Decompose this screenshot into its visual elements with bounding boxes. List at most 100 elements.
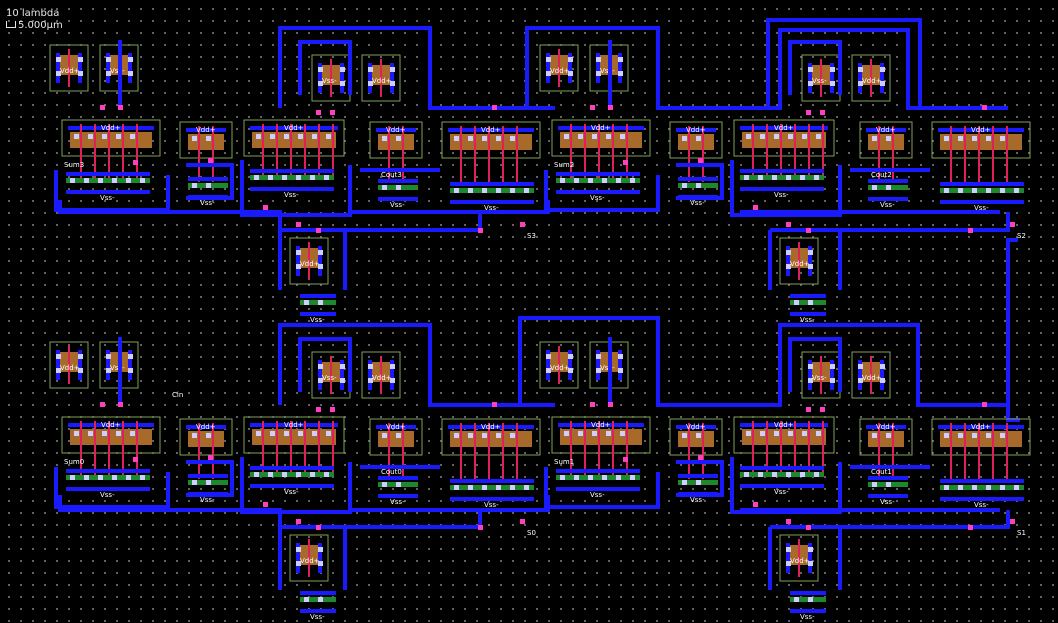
contact [192, 183, 197, 188]
wire [770, 212, 1010, 232]
p-diffusion [252, 132, 336, 148]
contact [880, 81, 885, 86]
vss-label: Vss- [590, 194, 605, 202]
via [520, 222, 525, 227]
via [590, 402, 595, 407]
vdd-label: Vdd+ [60, 67, 80, 75]
vss-label: Vss- [100, 491, 115, 499]
contact [270, 431, 275, 436]
nwell-outline [669, 121, 723, 159]
vdd-label: Vss- [812, 77, 827, 85]
via [100, 105, 105, 110]
n-diffusion [740, 175, 824, 180]
vdd-label: Vdd+ [550, 67, 570, 75]
contact [112, 475, 117, 480]
nwell-outline [179, 418, 233, 456]
contact [786, 175, 791, 180]
p-diffusion [560, 429, 642, 445]
contact [808, 597, 813, 602]
contact [310, 472, 315, 477]
contact [886, 185, 891, 190]
vdd-label: Vss- [600, 67, 615, 75]
contact [808, 81, 813, 86]
contact [560, 178, 565, 183]
vdd-label: Vdd+ [591, 124, 611, 132]
contact [324, 175, 329, 180]
wire [298, 337, 352, 392]
contact [468, 485, 473, 490]
contact [620, 431, 625, 436]
contact [808, 364, 813, 369]
n-diffusion [66, 475, 150, 480]
vss-label: Vss- [390, 498, 405, 506]
nwell-outline [859, 418, 913, 456]
contact [482, 485, 487, 490]
contact [482, 136, 487, 141]
p-diffusion [70, 132, 152, 148]
nwell-outline [369, 418, 423, 456]
contact [524, 485, 529, 490]
wire [676, 163, 724, 200]
contact [390, 364, 395, 369]
scale-micron-text: 5.000µm [18, 20, 63, 31]
contact [958, 136, 963, 141]
contact [986, 433, 991, 438]
contact [814, 472, 819, 477]
via [968, 525, 973, 530]
contact [830, 81, 835, 86]
via [492, 402, 497, 407]
contact [630, 178, 635, 183]
contact [396, 136, 401, 141]
full-adder-block: Vdd+Vss-Vss-Vdd+Vdd+Vdd+Vdd+Vdd+Vdd+Vss-… [49, 337, 541, 621]
contact [206, 480, 211, 485]
vdd-label: Vdd+ [790, 557, 810, 565]
nwell-outline [669, 418, 723, 456]
contact [760, 134, 765, 139]
vss-label: Vss- [200, 199, 215, 207]
interconnect-wires [58, 18, 1020, 590]
wire [730, 457, 842, 514]
contact [140, 178, 145, 183]
contact [128, 57, 133, 62]
wire [770, 510, 1010, 529]
contact [482, 188, 487, 193]
contact [84, 475, 89, 480]
vdd-label: Vdd+ [971, 423, 991, 431]
via [478, 525, 483, 530]
contact [84, 178, 89, 183]
contact [78, 57, 83, 62]
wire [544, 467, 660, 509]
scale-lambda-label: 10 lambda [6, 8, 60, 19]
contact [468, 188, 473, 193]
contact [560, 475, 565, 480]
contact [808, 561, 813, 566]
contact [74, 134, 79, 139]
contact [206, 433, 211, 438]
contact [340, 67, 345, 72]
wire [1006, 238, 1020, 422]
vss-label: Vss- [774, 488, 789, 496]
via [608, 402, 613, 407]
p-diffusion [70, 429, 152, 445]
via [478, 228, 483, 233]
via [316, 110, 321, 115]
contact [304, 597, 309, 602]
contact [270, 134, 275, 139]
output-label: S2 [1017, 232, 1026, 240]
via [590, 105, 595, 110]
p-diffusion [252, 429, 336, 445]
via [118, 402, 123, 407]
contact [126, 178, 131, 183]
vdd-label: Vdd+ [971, 126, 991, 134]
contact [318, 67, 323, 72]
output-label: S3 [527, 232, 536, 240]
via [208, 158, 213, 163]
contact [98, 178, 103, 183]
contact [304, 300, 309, 305]
contact [596, 354, 601, 359]
wire [518, 316, 1008, 407]
contact [746, 431, 751, 436]
vss-label: Vss- [100, 194, 115, 202]
contact [746, 134, 751, 139]
contact [578, 134, 583, 139]
